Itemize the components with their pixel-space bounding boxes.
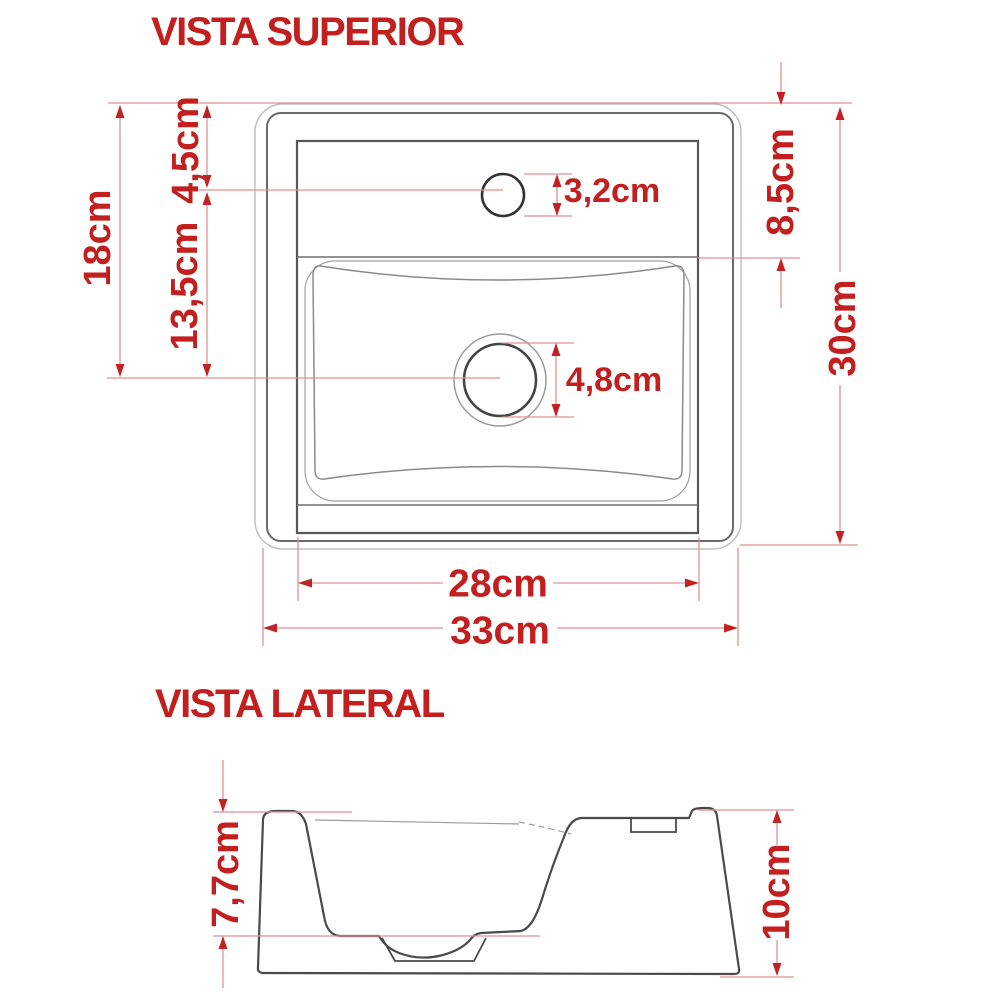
hidden-basin-edge-dashed (518, 821, 572, 835)
arrow-10cm-up (772, 810, 782, 823)
sink-outer-rim-edge (254, 103, 742, 550)
side-view-drawing (256, 806, 741, 976)
arrow-18cm-up (115, 105, 125, 118)
top-view-arrowheads (115, 92, 845, 633)
arrow-28cm-left (298, 578, 312, 588)
drain-boss-profile (381, 937, 487, 962)
arrow-13-5cm-up (202, 192, 212, 205)
dim-label-4-8cm: 4,8cm (565, 361, 663, 399)
dim-label-13-5cm: 13,5cm (164, 221, 206, 351)
faucet-hole (480, 172, 526, 218)
dim-label-28cm: 28cm (448, 562, 548, 606)
arrow-33cm-left (263, 623, 277, 633)
arrow-18cm-down (115, 364, 125, 377)
dim-label-10cm: 10cm (756, 843, 798, 941)
side-view-arrowheads (218, 799, 782, 976)
arrow-4-5cm-up (202, 105, 212, 118)
top-view-title: VISTA SUPERIOR (151, 10, 465, 54)
side-view-dimensions (213, 760, 794, 988)
arrow-30cm-up (835, 107, 845, 120)
arrow-3-2cm-down (552, 203, 562, 216)
arrow-33cm-right (724, 623, 738, 633)
arrow-8-5cm-bottom (776, 258, 786, 271)
top-view-drawing (254, 103, 742, 550)
arrow-30cm-down (835, 531, 845, 544)
dim-label-8-5cm: 8,5cm (760, 128, 802, 236)
side-view-title: VISTA LATERAL (155, 682, 445, 726)
far-rim-edge (314, 819, 520, 825)
side-profile-outline (256, 806, 741, 976)
faucet-hole-profile (630, 818, 677, 833)
basin-wall-contour (304, 260, 691, 502)
arrow-4-8cm-down (551, 404, 561, 417)
dim-label-30cm: 30cm (822, 279, 864, 377)
arrow-3-2cm-up (552, 174, 562, 187)
arrow-4-5cm-down (202, 175, 212, 188)
arrow-10cm-down (772, 963, 782, 976)
dim-label-3-2cm: 3,2cm (563, 172, 661, 210)
arrow-8-5cm-top (776, 92, 786, 105)
drain-hole (462, 342, 538, 418)
arrow-28cm-right (685, 578, 699, 588)
arrow-13-5cm-down (202, 364, 212, 377)
arrow-7-7cm-top (218, 799, 228, 812)
dim-label-7-7cm: 7,7cm (205, 820, 247, 928)
dim-label-4-5cm: 4,5cm (165, 96, 207, 204)
top-view-dimensions (107, 62, 858, 646)
arrow-7-7cm-bottom (218, 936, 228, 949)
arrow-4-8cm-up (551, 343, 561, 356)
dim-label-18cm: 18cm (77, 189, 119, 287)
dim-label-33cm: 33cm (450, 609, 550, 653)
basin-bottom-contour (312, 265, 685, 480)
